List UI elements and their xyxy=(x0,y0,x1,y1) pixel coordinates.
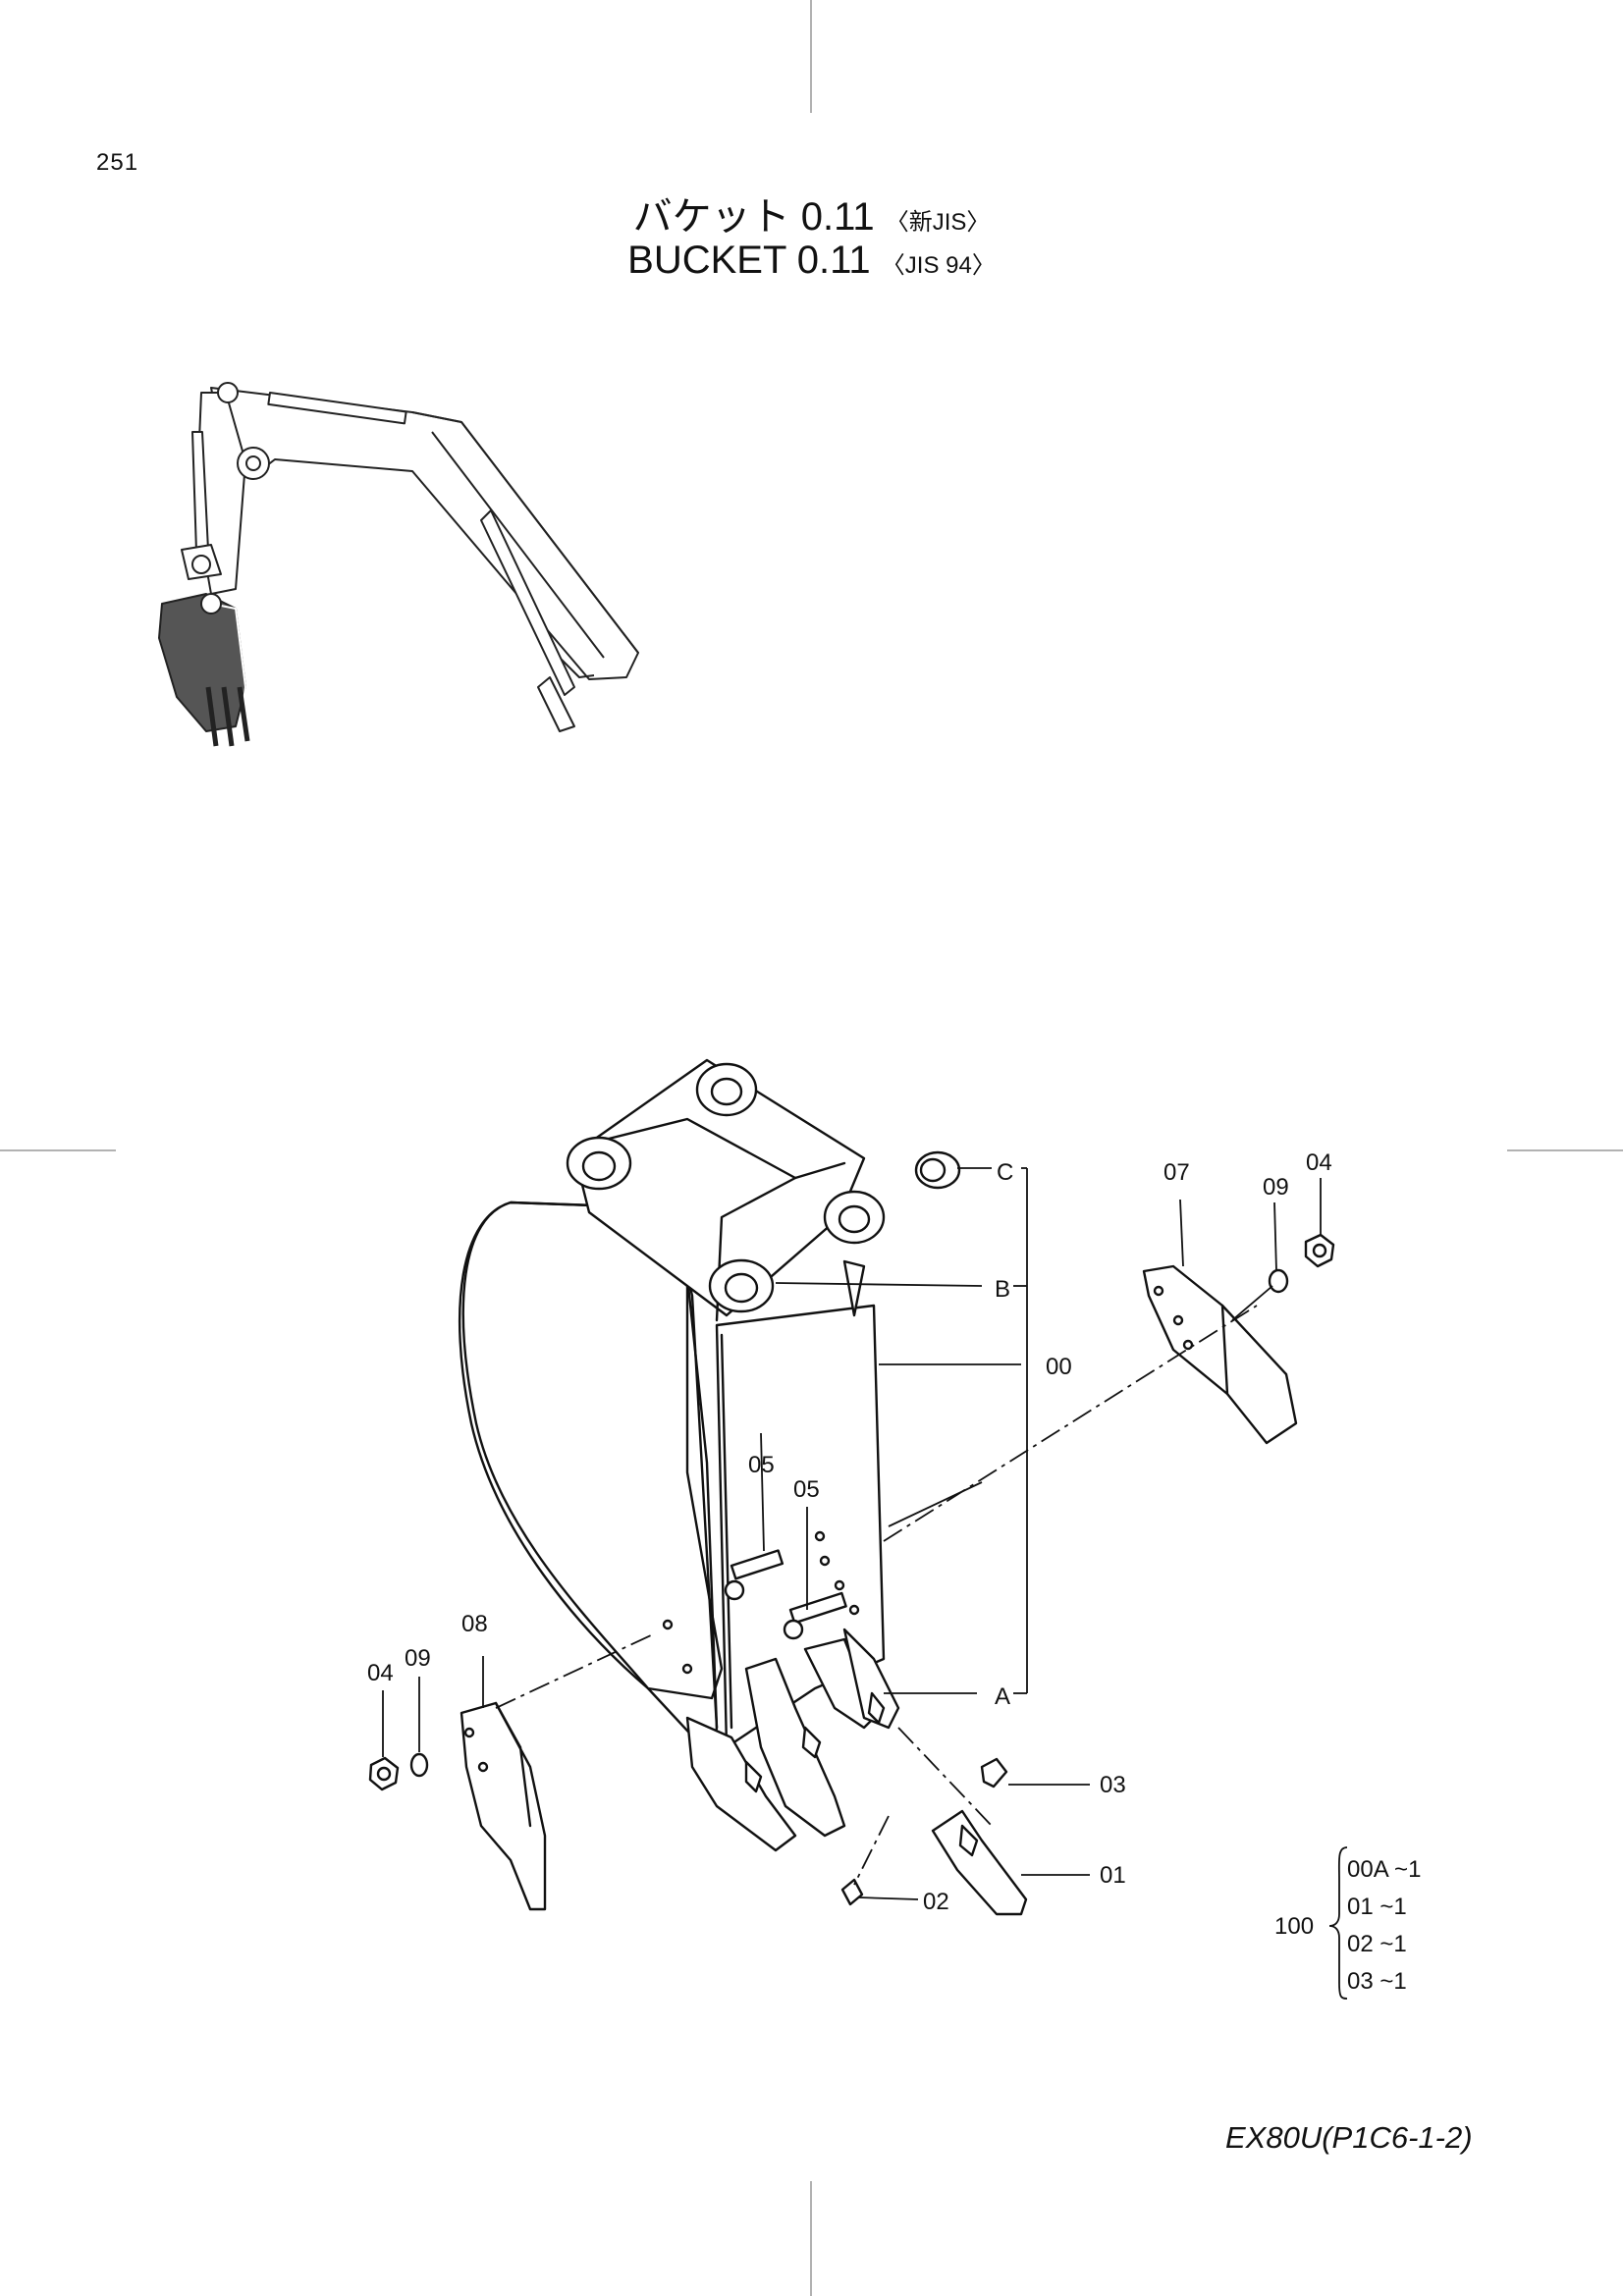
page-title-japanese: バケット 0.11 〈新JIS〉 xyxy=(0,185,1623,241)
callout-A: A xyxy=(995,1683,1010,1710)
callout-09-right: 09 xyxy=(1263,1174,1289,1201)
callout-labels: C B A 00 01 02 03 04 04 05 05 07 08 09 0… xyxy=(367,1149,1332,1915)
callout-07: 07 xyxy=(1163,1159,1190,1186)
callout-03: 03 xyxy=(1100,1772,1126,1798)
kit-item: 03 ~1 xyxy=(1347,1968,1407,1995)
callout-05-a: 05 xyxy=(748,1452,775,1478)
callout-08: 08 xyxy=(461,1611,488,1637)
page-title-english: BUCKET 0.11 〈JIS 94〉 xyxy=(0,239,1623,283)
leader-lines xyxy=(382,1167,1348,2000)
title-en-standard: 〈JIS 94〉 xyxy=(881,252,996,279)
callout-00: 00 xyxy=(1046,1354,1072,1380)
kit-contents: 100 00A ~1 01 ~1 02 ~1 03 ~1 xyxy=(1274,1856,1421,1995)
title-jp-main: バケット 0.11 xyxy=(632,195,875,239)
title-jp-standard: 〈新JIS〉 xyxy=(885,209,991,236)
kit-number: 100 xyxy=(1274,1913,1314,1940)
callout-05-b: 05 xyxy=(793,1476,820,1503)
callout-B: B xyxy=(995,1276,1010,1303)
kit-item: 02 ~1 xyxy=(1347,1931,1407,1957)
callout-C: C xyxy=(997,1159,1013,1186)
kit-item: 01 ~1 xyxy=(1347,1894,1407,1920)
kit-item: 00A ~1 xyxy=(1347,1856,1421,1883)
boss-set xyxy=(566,1062,886,1313)
callout-09-left: 09 xyxy=(405,1645,431,1672)
callout-04-right: 04 xyxy=(1306,1149,1332,1176)
callout-01: 01 xyxy=(1100,1862,1126,1889)
callout-02: 02 xyxy=(923,1889,949,1915)
page-number: 251 xyxy=(96,149,139,176)
diagram-code: EX80U(P1C6-1-2) xyxy=(1225,2120,1473,2155)
callout-04-left: 04 xyxy=(367,1660,394,1686)
excavator-thumbnail xyxy=(158,382,639,747)
title-en-main: BUCKET 0.11 xyxy=(627,239,871,282)
bucket-exploded-view xyxy=(368,1058,1335,1916)
